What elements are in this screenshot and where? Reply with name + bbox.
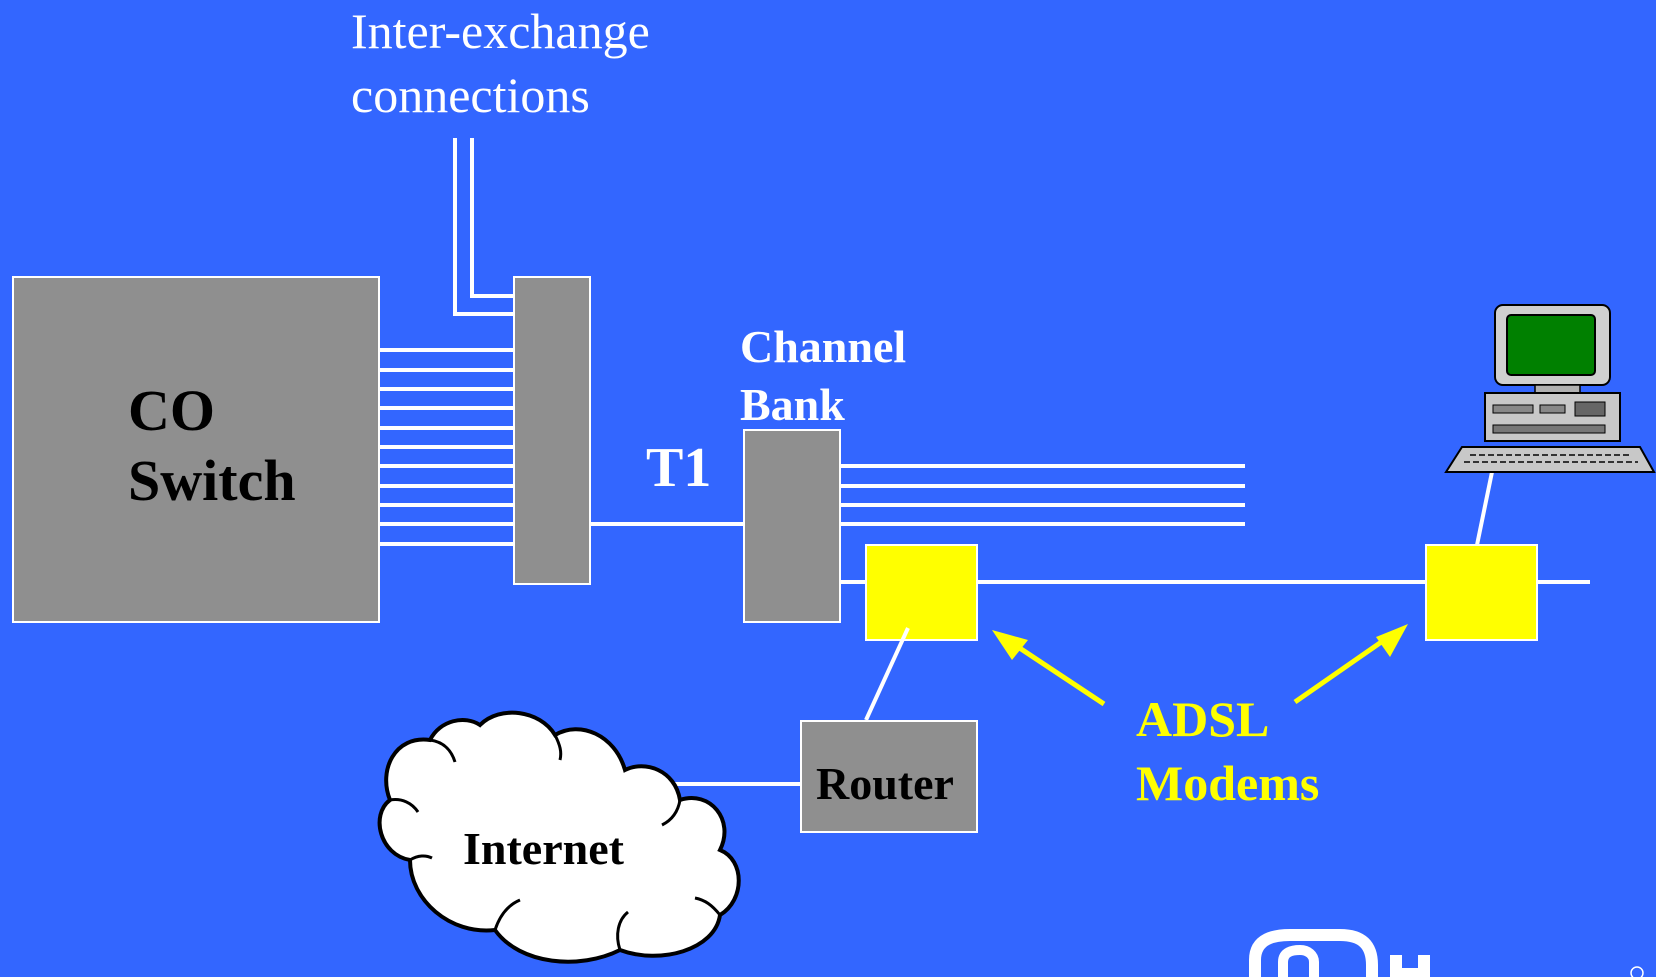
co-switch-label-line1: CO	[128, 378, 215, 443]
modem-arrow-left	[992, 630, 1106, 707]
modem-arrow-right	[1293, 624, 1408, 705]
co-switch-box	[12, 276, 380, 623]
channel-bank-label-line1: Channel	[740, 321, 906, 372]
inter-exchange-label-line2: connections	[351, 67, 590, 123]
adsl-modem-customer	[1425, 544, 1538, 641]
adsl-modem-central	[865, 544, 978, 641]
co-switch-label-line2: Switch	[128, 448, 296, 513]
inter-exchange-label-line1: Inter-exchange	[351, 3, 650, 59]
channel-bank-output-wires	[840, 464, 1245, 526]
adsl-modems-label-line2: Modems	[1136, 755, 1319, 811]
desktop-computer-icon	[1444, 304, 1656, 473]
channel-bank-box	[743, 429, 841, 623]
partial-logo	[1249, 929, 1644, 977]
adsl-modems-label-line1: ADSL	[1136, 691, 1269, 747]
inter-exchange-wires	[453, 138, 514, 316]
router-box	[800, 720, 978, 833]
modem-router-link	[864, 627, 910, 721]
cross-connect-box	[513, 276, 591, 585]
switch-trunk-wires	[379, 348, 514, 546]
internet-label: Internet	[463, 823, 625, 874]
internet-cloud-icon	[377, 710, 741, 964]
modem-computer-link	[1475, 471, 1494, 546]
channel-bank-label-line2: Bank	[740, 379, 845, 430]
t1-label: T1	[646, 437, 711, 499]
router-label: Router	[816, 758, 954, 809]
